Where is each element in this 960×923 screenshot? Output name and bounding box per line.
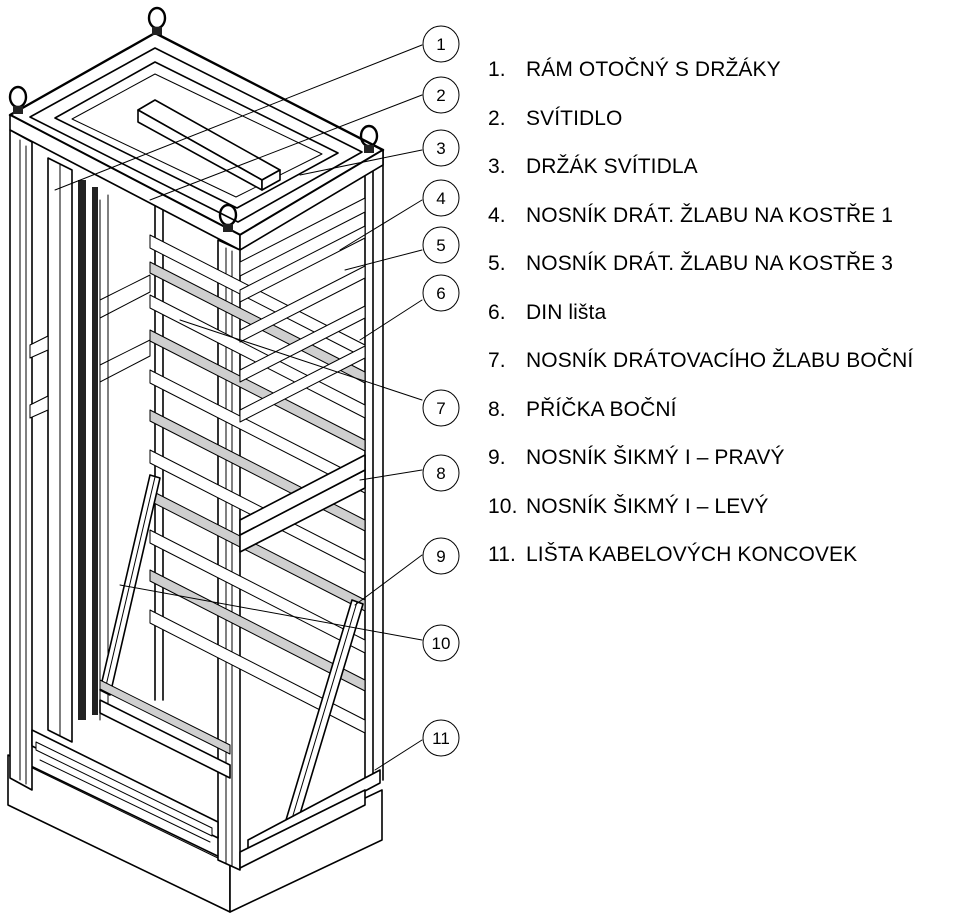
legend-label: NOSNÍK DRÁTOVACÍHO ŽLABU BOČNÍ — [526, 349, 914, 372]
front-left-post — [9, 129, 33, 791]
leader-lines — [54, 44, 423, 771]
callout-4: 4 — [422, 179, 460, 217]
legend-item: 9. NOSNÍK ŠIKMÝ I – PRAVÝ — [488, 444, 913, 493]
svg-text:7: 7 — [436, 399, 445, 418]
legend-label: PŘÍČKA BOČNÍ — [526, 397, 677, 421]
svg-text:10: 10 — [432, 634, 451, 653]
legend-label: NOSNÍK ŠIKMÝ I – LEVÝ — [526, 494, 769, 518]
svg-text:9: 9 — [436, 547, 445, 566]
parts-legend: 1. RÁM OTOČNÝ S DRŽÁKY 2. SVÍTIDLO 3. DRŽÁK… — [488, 56, 913, 590]
legend-item: 10. NOSNÍK ŠIKMÝ I – LEVÝ — [488, 493, 913, 542]
legend-label: NOSNÍK DRÁT. ŽLABU NA KOSTŘE 1 — [526, 203, 894, 227]
legend-label: DIN lišta — [526, 300, 607, 324]
legend-number: 7. — [488, 349, 506, 372]
lifting-eye-left — [8, 85, 28, 114]
svg-text:11: 11 — [432, 729, 450, 748]
callout-8: 8 — [422, 454, 460, 492]
legend-label: NOSNÍK DRÁT. ŽLABU NA KOSTŘE 3 — [526, 252, 894, 275]
legend-number: 11. — [488, 543, 516, 566]
svg-text:5: 5 — [436, 236, 445, 255]
legend-item: 3. DRŽÁK SVÍTIDLA — [488, 153, 913, 202]
svg-text:6: 6 — [436, 284, 445, 303]
svg-text:4: 4 — [436, 189, 445, 208]
legend-item: 7. NOSNÍK DRÁTOVACÍHO ŽLABU BOČNÍ — [488, 347, 913, 396]
callout-9: 9 — [422, 537, 460, 575]
svg-text:3: 3 — [436, 139, 445, 158]
legend-item: 8. PŘÍČKA BOČNÍ — [488, 396, 913, 445]
callout-5: 5 — [422, 226, 460, 264]
callout-2: 2 — [422, 76, 460, 114]
callout-6: 6 — [422, 274, 460, 312]
swing-frame — [29, 157, 151, 743]
legend-label: SVÍTIDLO — [526, 106, 623, 130]
legend-item: 6. DIN lišta — [488, 299, 913, 348]
legend-item: 2. SVÍTIDLO — [488, 105, 913, 154]
din-rails — [149, 234, 366, 734]
legend-label: DRŽÁK SVÍTIDLA — [526, 155, 698, 178]
legend-label: NOSNÍK ŠIKMÝ I – PRAVÝ — [526, 446, 785, 469]
legend-item: 4. NOSNÍK DRÁT. ŽLABU NA KOSTŘE 1 — [488, 202, 913, 251]
legend-number: 4. — [488, 203, 506, 227]
callout-3: 3 — [422, 129, 460, 167]
legend-number: 6. — [488, 300, 506, 324]
legend-number: 5. — [488, 252, 506, 275]
legend-item: 1. RÁM OTOČNÝ S DRŽÁKY — [488, 56, 913, 105]
callout-7: 7 — [422, 389, 460, 427]
side-crossbar — [239, 454, 366, 553]
front-right-post — [217, 239, 241, 871]
legend-number: 2. — [488, 106, 506, 130]
legend-label: LIŠTA KABELOVÝCH KONCOVEK — [526, 543, 858, 566]
callout-11: 11 — [422, 719, 460, 757]
lifting-eyes — [8, 6, 379, 232]
legend-label: RÁM OTOČNÝ S DRŽÁKY — [526, 58, 781, 81]
callout-10: 10 — [422, 624, 460, 662]
lifting-eye-right — [359, 124, 379, 153]
lamp-fixture — [137, 99, 281, 191]
callout-1: 1 — [422, 25, 460, 63]
legend-item: 5. NOSNÍK DRÁT. ŽLABU NA KOSTŘE 3 — [488, 250, 913, 299]
legend-number: 3. — [488, 155, 506, 178]
legend-item: 11. LIŠTA KABELOVÝCH KONCOVEK — [488, 541, 913, 590]
legend-number: 1. — [488, 58, 506, 81]
side-rails — [239, 197, 366, 423]
lifting-eye-rear — [147, 6, 167, 35]
cabinet-bottom-frame — [31, 729, 366, 869]
svg-text:1: 1 — [436, 35, 445, 54]
svg-text:8: 8 — [436, 464, 445, 483]
legend-number: 10. — [488, 494, 518, 518]
lifting-eye-front — [218, 203, 238, 232]
legend-number: 9. — [488, 446, 506, 469]
oblique-beam-left — [99, 474, 161, 696]
svg-text:2: 2 — [436, 86, 445, 105]
legend-number: 8. — [488, 397, 506, 421]
